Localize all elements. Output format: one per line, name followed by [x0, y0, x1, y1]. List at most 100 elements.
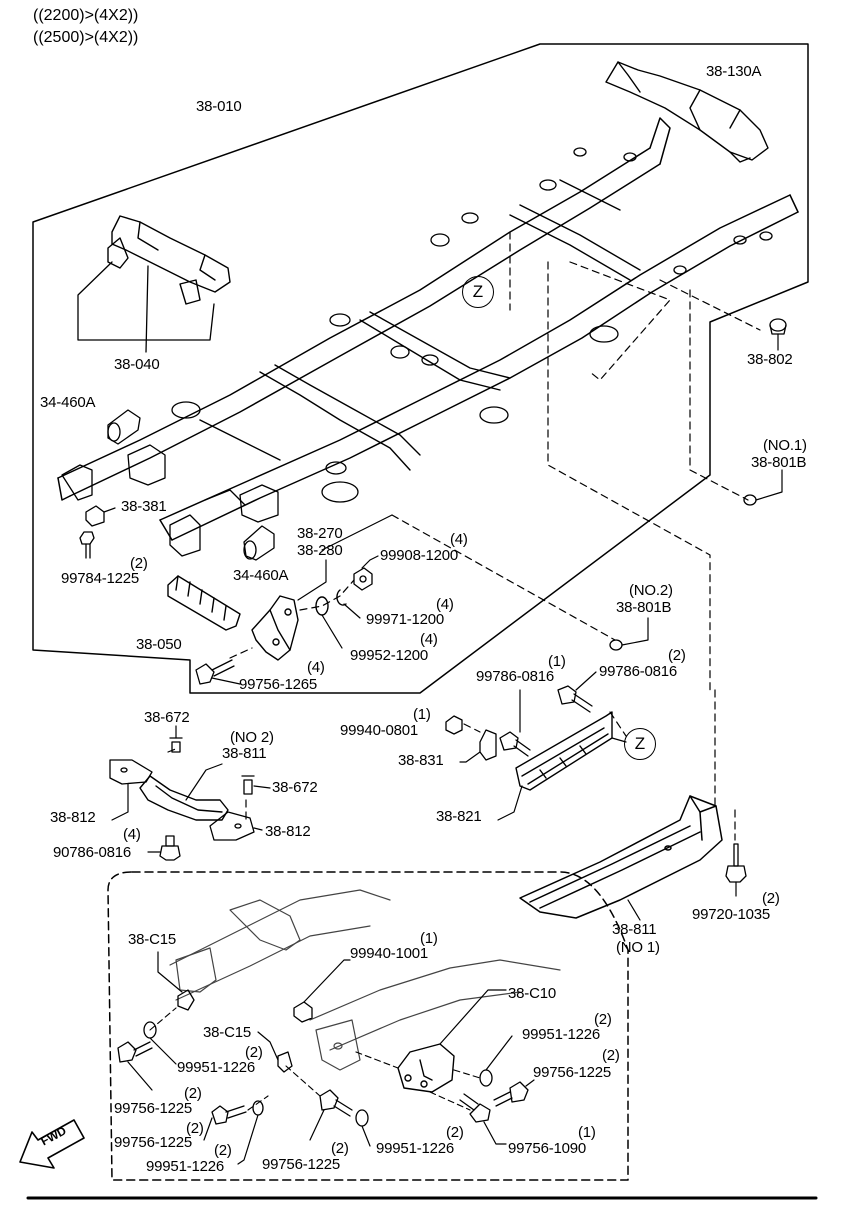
label-38-672-b: 38-672 [272, 779, 318, 796]
bolt-99756-1090-drawing [459, 1093, 491, 1123]
frame-cross-members [199, 179, 641, 471]
bracket-38-050-drawing [167, 575, 241, 631]
label-no1-38-801B: (NO.1) [763, 437, 807, 454]
label-99951-1226-b: 99951-1226 [376, 1140, 455, 1157]
label-38-812-a: 38-812 [50, 809, 96, 826]
leader-99952 [321, 614, 343, 649]
leader-99951-1226-bl [237, 1114, 259, 1165]
bushing-34-460A-lower [243, 525, 275, 561]
qty-99756-1225-b: (2) [331, 1140, 349, 1157]
label-99756-1265: 99756-1265 [239, 676, 318, 693]
label-99756-1225-m: 99756-1225 [114, 1134, 193, 1151]
plug-38-801B-no1-drawing [743, 494, 757, 506]
detail-dashed-hints [149, 1007, 481, 1111]
leader-99951-1226-l [149, 1037, 177, 1065]
label-38-381: 38-381 [121, 498, 167, 515]
leader-38-C10 [439, 989, 507, 1045]
leader-99756-1225-m [203, 1117, 213, 1141]
label-99786-0816-b: 99786-0816 [599, 663, 678, 680]
bracket-38-C15-a-drawing [177, 989, 195, 1011]
qty-99940-1001: (1) [420, 930, 438, 947]
label-99940-1001: 99940-1001 [350, 945, 429, 962]
plug-38-801B-no2-drawing [609, 639, 623, 651]
plug-38-802-drawing [769, 318, 787, 335]
bolt-99756-1265-drawing [195, 659, 235, 685]
leader-38-280 [297, 559, 327, 601]
label-38-802: 38-802 [747, 351, 793, 368]
frame-mount-bosses [171, 147, 773, 503]
label-99784-1225: 99784-1225 [61, 570, 140, 587]
label-99720-1035: 99720-1035 [692, 906, 771, 923]
leader-99756-1225-l [127, 1061, 153, 1091]
leader-38-381 [103, 507, 116, 513]
qty-99951-1226-b: (2) [446, 1124, 464, 1141]
label-99756-1225-l: 99756-1225 [114, 1100, 193, 1117]
callout-z-lower: Z [624, 728, 656, 760]
assembly-group-outline [32, 43, 809, 694]
bolts-38-672-drawing [169, 737, 255, 795]
bracket-38-C10-drawing [397, 1043, 455, 1093]
nut-99940-0801-drawing [445, 715, 463, 735]
label-38-C10: 38-C10 [508, 985, 556, 1002]
leader-99951-1226-r [485, 1035, 513, 1071]
label-38-280: 38-280 [297, 542, 343, 559]
qty-99756-1225-m: (2) [186, 1120, 204, 1137]
label-38-672-a: 38-672 [144, 709, 190, 726]
label-99756-1225-r: 99756-1225 [533, 1064, 612, 1081]
qty-99952-1200: (4) [420, 631, 438, 648]
leader-38-270 [321, 514, 393, 551]
leader-38-801B-no2 [621, 617, 649, 646]
leader-38-C15-b [257, 1031, 279, 1061]
label-99908-1200: 99908-1200 [380, 547, 459, 564]
bolt-90786-0816-drawing [159, 835, 181, 861]
qty-99756-1225-r: (2) [602, 1047, 620, 1064]
bracket-38-270-drawing [251, 595, 299, 661]
leader-38-812-b [253, 827, 263, 831]
skid-plate-38-811-no2-drawing [139, 775, 229, 821]
frame-rail-left [57, 117, 799, 541]
leader-99940-1001 [303, 959, 351, 1003]
nut-99940-1001-drawing [293, 1001, 313, 1023]
label-38-C15-b: 38-C15 [203, 1024, 251, 1041]
leader-callout-z-lower [611, 737, 627, 743]
bolt-99784-1225-drawing [79, 531, 95, 559]
leader-99756-1225-b [309, 1109, 325, 1141]
leader-99971 [343, 603, 361, 619]
detail-frame-sketch [169, 889, 561, 1071]
qty-99784-1225: (2) [130, 555, 148, 572]
bolts-99756-1225-drawing [117, 1041, 529, 1125]
label-38-040: 38-040 [114, 356, 160, 373]
washer-99952-drawing [315, 596, 329, 616]
crossmember-38-130A-drawing [605, 61, 769, 163]
label-no1-38-811: (NO 1) [616, 939, 660, 956]
leader-38-040 [77, 261, 215, 353]
leader-38-672-b [253, 785, 271, 789]
bolt-99720-1035-drawing [725, 843, 747, 883]
qty-99756-1225-l: (2) [184, 1085, 202, 1102]
label-38-801B-no1: 38-801B [751, 454, 807, 471]
qty-99951-1226-l: (2) [245, 1044, 263, 1061]
label-99940-0801: 99940-0801 [340, 722, 419, 739]
label-38-130A: 38-130A [706, 63, 762, 80]
qty-99756-1090: (1) [578, 1124, 596, 1141]
bolt-99786-0816-b-drawing [557, 685, 593, 713]
skid-plate-38-821-drawing [515, 711, 613, 791]
qty-90786-0816: (4) [123, 826, 141, 843]
leader-99951-1226-b [361, 1125, 371, 1147]
label-38-801B-no2: 38-801B [616, 599, 672, 616]
label-38-C15-a: 38-C15 [128, 931, 176, 948]
leader-38-821 [497, 785, 523, 821]
leader-38-831 [459, 751, 481, 763]
leader-38-811-no2 [185, 763, 223, 801]
fwd-arrow-icon [19, 1119, 85, 1169]
model-header-line-1: ((2200)>(4X2)) [33, 7, 139, 24]
bracket-38-831-drawing [479, 729, 497, 761]
detail-inset-boundary [107, 871, 629, 1181]
label-34-460A-lower: 34-460A [233, 567, 289, 584]
dashed-leaders-frame [167, 231, 761, 841]
leader-38-811-no1 [627, 899, 641, 921]
label-90786-0816: 90786-0816 [53, 844, 132, 861]
qty-99720-1035: (2) [762, 890, 780, 907]
